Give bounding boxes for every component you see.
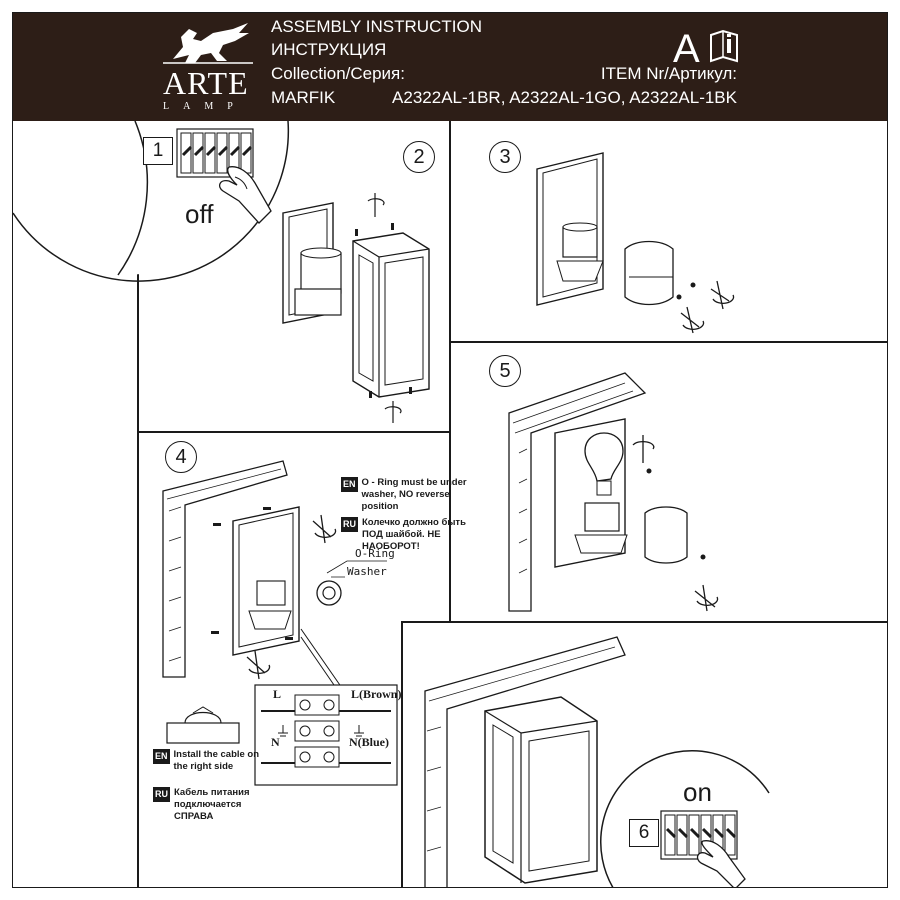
cable-en-tag: EN (153, 749, 170, 764)
step1-off-label: off (185, 199, 214, 229)
step6-circle (600, 749, 770, 887)
brand-name: ARTE (163, 65, 249, 101)
hand-icon (218, 166, 272, 224)
collection-label: Collection/Серия: (271, 64, 405, 83)
brand-subtitle: LAMP (163, 101, 247, 112)
collection-value: MARFIK (271, 88, 336, 107)
hand-icon (696, 840, 746, 887)
breaker-icon (176, 128, 254, 178)
washer-detail (316, 580, 342, 606)
rotate-arrow-icon (367, 193, 402, 423)
note-ru: RU Колечко должно быть ПОД шайбой. НЕ НАО… (341, 517, 491, 553)
oring-label: O-Ring (355, 547, 395, 560)
step2-illustration (282, 193, 430, 423)
item-value: A2322AL-1BR, A2322AL-1GO, A2322AL-1BK (392, 88, 737, 107)
step5-number: 5 (489, 355, 521, 387)
divider-step5-bottom (401, 621, 887, 623)
cable-diagram (166, 706, 240, 744)
step3-illustration (536, 152, 735, 334)
note-ru-text: Колечко должно быть ПОД шайбой. НЕ НАОБО… (362, 517, 466, 552)
divider-step5-left (449, 341, 451, 623)
ground-icon (278, 725, 364, 737)
cable-ru-text: Кабель питания подключается СПРАВА (174, 787, 250, 822)
info-book-icon (710, 29, 738, 63)
washer-label: Washer (347, 565, 387, 578)
note-en-tag: EN (341, 477, 358, 492)
step3-number: 3 (489, 141, 521, 173)
step4-number: 4 (165, 441, 197, 473)
terminal-block (254, 684, 398, 786)
wire-n-label: N (271, 735, 280, 749)
rotate-arrow-icon (680, 280, 735, 334)
step6-on-label: on (683, 777, 712, 807)
divider-left (137, 121, 139, 887)
divider-step6-left (401, 621, 403, 887)
language-badge: A (673, 27, 700, 71)
rotate-arrow-icon (246, 514, 337, 680)
label-leaders (326, 560, 387, 578)
title-ru: ИНСТРУКЦИЯ (271, 40, 387, 59)
step6-number: 6 (629, 819, 659, 847)
wire-l-right-label: L(Brown) (351, 687, 402, 701)
step2-number: 2 (403, 141, 435, 173)
cable-en-text: Install the cable on the right side (173, 749, 260, 772)
cable-note-ru: RU Кабель питания подключается СПРАВА (153, 787, 263, 823)
title-en: ASSEMBLY INSTRUCTION (271, 17, 482, 36)
wire-n-right-label: N(Blue) (349, 735, 389, 749)
step6-illustration (424, 636, 626, 887)
wire-l-label: L (273, 687, 282, 701)
griffin-logo-icon (163, 23, 253, 64)
divider-step2-bottom (137, 431, 451, 433)
divider-top-middle (449, 121, 451, 433)
cable-ru-tag: RU (153, 787, 170, 802)
step4-illustration (162, 460, 352, 702)
header-bar: ARTE LAMP ASSEMBLY INSTRUCTION ИНСТРУКЦИ… (13, 13, 887, 121)
step5-illustration (508, 372, 719, 612)
bulb-icon (584, 432, 624, 482)
note-ru-tag: RU (341, 517, 358, 532)
item-label: ITEM Nr/Артикул: (600, 64, 737, 83)
step1-number: 1 (143, 137, 173, 165)
instruction-page: ARTE LAMP ASSEMBLY INSTRUCTION ИНСТРУКЦИ… (12, 12, 888, 888)
note-en-text: O - Ring must be under washer, NO revers… (361, 477, 467, 512)
divider-step3-bottom (449, 341, 887, 343)
